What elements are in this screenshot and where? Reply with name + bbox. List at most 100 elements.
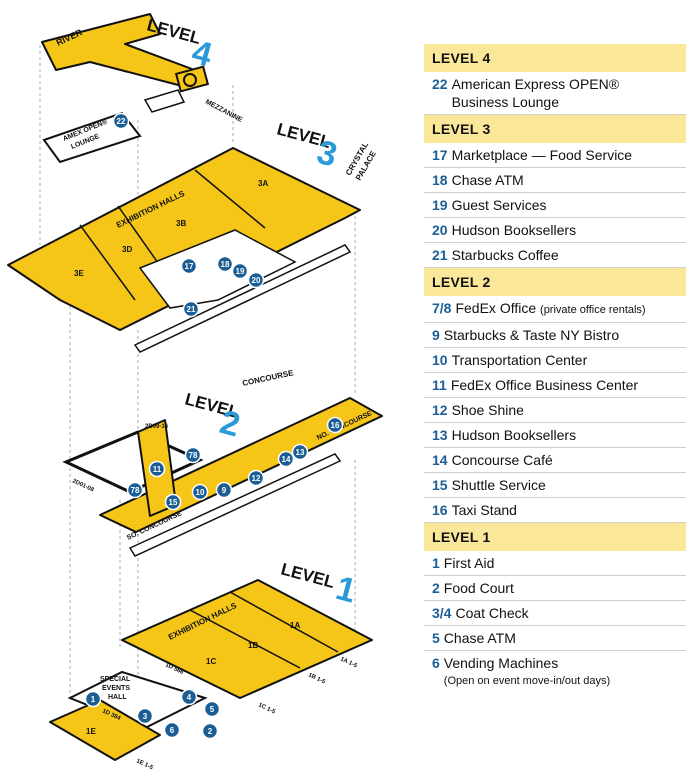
marker-17[interactable]: 17	[180, 257, 198, 275]
marker-9[interactable]: 9	[215, 481, 233, 499]
marker-22[interactable]: 22	[112, 112, 130, 130]
svg-text:2: 2	[208, 727, 213, 736]
marker-14[interactable]: 14	[277, 450, 295, 468]
level-1-plan: EXHIBITION HALLS 1A 1B 1C 1E SPECIAL EVE…	[49, 560, 373, 772]
marker-13[interactable]: 13	[291, 443, 309, 461]
legend-label-1: First Aid	[443, 555, 495, 571]
svg-text:14: 14	[282, 455, 291, 464]
legend-header-level-3: LEVEL 3	[424, 115, 686, 143]
marker-16[interactable]: 16	[326, 416, 344, 434]
svg-text:6: 6	[170, 726, 175, 735]
marker-4[interactable]: 4	[180, 688, 198, 706]
legend-label-21: Starbucks Coffee	[451, 247, 559, 263]
hall-1b-label: 1B	[248, 641, 258, 650]
svg-text:3: 3	[143, 712, 148, 721]
svg-text:17: 17	[185, 262, 194, 271]
legend-num-2: 2	[432, 580, 440, 596]
svg-text:4: 4	[187, 693, 192, 702]
marker-10[interactable]: 10	[191, 483, 209, 501]
svg-text:22: 22	[117, 117, 126, 126]
legend-num-7-8: 7/8	[432, 300, 452, 316]
marker-19[interactable]: 19	[231, 262, 249, 280]
legend-label-6-line2: (Open on event move-in/out days)	[443, 675, 611, 687]
marker-20[interactable]: 20	[247, 271, 265, 289]
hall-3a-label: 3A	[258, 179, 268, 188]
svg-text:19: 19	[236, 267, 245, 276]
legend-label-14: Concourse Café	[451, 452, 553, 468]
legend-num-18: 18	[432, 172, 448, 188]
legend-num-11: 11	[432, 377, 447, 393]
marker-21[interactable]: 21	[182, 300, 200, 318]
legend-num-21: 21	[432, 247, 448, 263]
legend-label-9: Starbucks & Taste NY Bistro	[443, 327, 620, 343]
marker-3[interactable]: 3	[136, 707, 154, 725]
legend-label-20: Hudson Booksellers	[451, 222, 577, 238]
svg-text:12: 12	[252, 474, 261, 483]
marker-7-8-upper[interactable]: 78	[184, 446, 202, 464]
legend-label-10: Transportation Center	[451, 352, 588, 368]
hall-1c-label: 1C	[206, 657, 216, 666]
legend-label-5: Chase ATM	[443, 630, 516, 646]
room-2d09-label: 2D09-16	[145, 424, 169, 430]
legend-num-19: 19	[432, 197, 448, 213]
marker-18[interactable]: 18	[216, 255, 234, 273]
legend-label-11: FedEx Office Business Center	[450, 377, 639, 393]
marker-5[interactable]: 5	[203, 700, 221, 718]
svg-text:13: 13	[296, 448, 305, 457]
marker-2[interactable]: 2	[201, 722, 219, 740]
label-1b15: 1B 1-5	[307, 672, 326, 685]
legend-label-18: Chase ATM	[451, 172, 524, 188]
legend-num-12: 12	[432, 402, 448, 418]
legend-note-7-8: (private office rentals)	[540, 304, 646, 316]
legend-num-9: 9	[432, 327, 440, 343]
svg-text:78: 78	[189, 451, 198, 460]
legend-num-14: 14	[432, 452, 448, 468]
legend-item-22[interactable]: 22 American Express OPEN®Business Lounge	[424, 72, 686, 115]
svg-text:21: 21	[187, 305, 196, 314]
mezzanine-label: MEZZANINE	[204, 99, 244, 125]
marker-7-8-lower[interactable]: 78	[126, 481, 144, 499]
legend-label-19: Guest Services	[451, 197, 547, 213]
legend-label-15: Shuttle Service	[451, 477, 546, 493]
legend-label-2: Food Court	[443, 580, 514, 596]
legend-num-16: 16	[432, 502, 448, 518]
marker-6[interactable]: 6	[163, 721, 181, 739]
svg-text:16: 16	[331, 421, 340, 430]
svg-text:10: 10	[196, 488, 205, 497]
label-1a15: 1A 1-5	[339, 656, 358, 669]
room-2d01-label: 2D01-08	[71, 478, 95, 493]
legend-label-12: Shoe Shine	[451, 402, 524, 418]
marker-12[interactable]: 12	[247, 469, 265, 487]
marker-15[interactable]: 15	[164, 493, 182, 511]
marker-1[interactable]: 1	[84, 690, 102, 708]
legend-header-level-1: LEVEL 1	[424, 523, 686, 551]
label-1e15: 1E 1-5	[135, 758, 154, 771]
marker-11[interactable]: 11	[148, 460, 166, 478]
legend-header-level-2: LEVEL 2	[424, 268, 686, 296]
level-4-plan: RIVER MEZZANINE AMEX OPEN® LOUNGE 22 LEV…	[41, 13, 244, 164]
legend-num-1: 1	[432, 555, 440, 571]
legend-num-6: 6	[432, 655, 440, 671]
hall-1e-label: 1E	[86, 727, 96, 736]
legend-header-level-4: LEVEL 4	[424, 44, 686, 72]
legend-num-15: 15	[432, 477, 448, 493]
